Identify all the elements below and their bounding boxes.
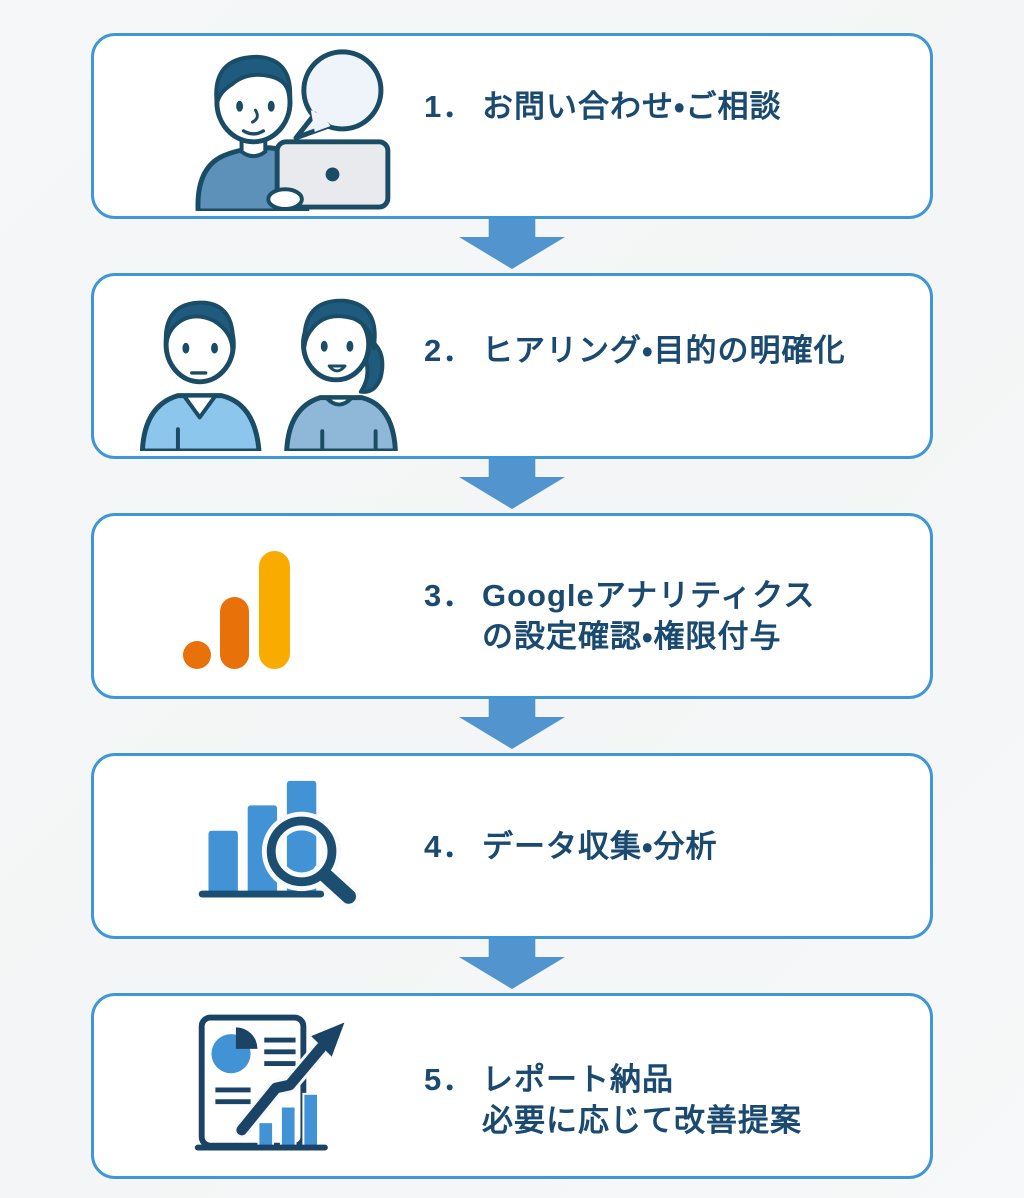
step-box-4: 4．データ収集・分析 [91,753,933,939]
step-5-number: 5． [424,1062,475,1097]
step-4-icon-area [94,756,424,936]
step-2-label: 2．ヒアリング・目的の明確化 [424,330,846,371]
down-arrow-icon [459,459,565,509]
step-3-number: 3． [424,578,475,613]
step-3-subtitle: の設定確認・権限付与 [482,619,782,654]
bar-chart-magnifier-icon [198,780,362,910]
down-arrow-icon [459,939,565,989]
step-4-number: 4． [424,828,475,864]
step-1-icon-area [94,36,424,216]
down-arrow-icon [459,219,565,269]
step-1-title: お問い合わせ・ご相談 [482,88,782,124]
step-5-label: 5．レポート納品 必要に応じて改善提案 [424,1059,802,1141]
connector-2 [0,459,1024,513]
step-3-icon-area [94,516,424,696]
step-5-subtitle: 必要に応じて改善提案 [482,1103,802,1138]
step-4-label: 4．データ収集・分析 [424,826,718,867]
step-1-number: 1． [424,88,475,124]
google-analytics-icon [183,551,290,669]
down-arrow-icon [459,699,565,749]
step-box-2: 2．ヒアリング・目的の明確化 [91,273,933,459]
step-4-title: データ収集・分析 [482,828,718,864]
step-5-icon-area [94,996,424,1176]
step-1-label: 1．お問い合わせ・ご相談 [424,86,782,127]
step-2-title: ヒアリング・目的の明確化 [482,332,846,368]
step-3-title: Googleアナリティクス [482,578,816,613]
connector-3 [0,699,1024,753]
step-box-1: 1．お問い合わせ・ご相談 [91,33,933,219]
step-2-number: 2． [424,332,475,368]
person-laptop-illustration [195,49,391,211]
connector-4 [0,939,1024,993]
two-people-illustration [139,298,398,451]
step-5-title: レポート納品 [482,1062,674,1097]
step-box-3: 3．Googleアナリティクス の設定確認・権限付与 [91,513,933,699]
connector-1 [0,219,1024,273]
step-box-5: 5．レポート納品 必要に応じて改善提案 [91,993,933,1179]
report-chart-icon [194,1014,345,1151]
step-2-icon-area [94,276,424,456]
step-3-label: 3．Googleアナリティクス の設定確認・権限付与 [424,575,815,657]
